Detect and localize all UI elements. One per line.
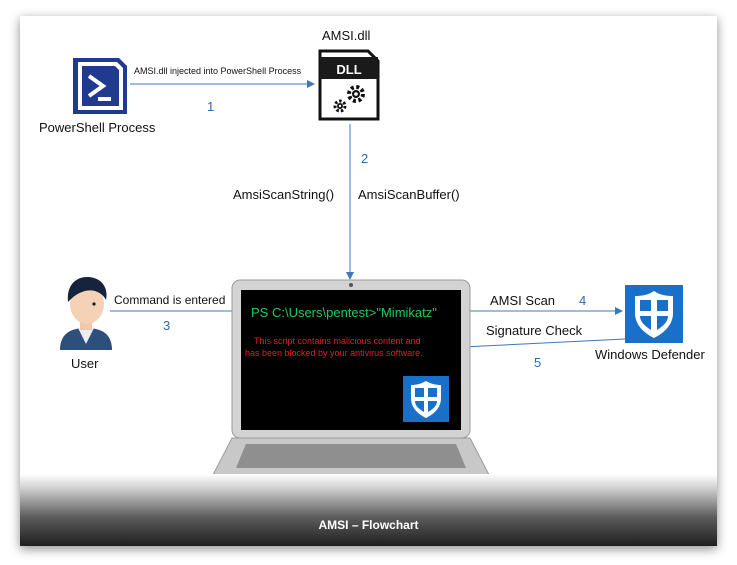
malware-warning-line-2: has been blocked by your antivirus softw… <box>245 348 423 358</box>
diagram-caption: AMSI – Flowchart <box>318 518 419 532</box>
signature-check-arrow <box>461 338 626 351</box>
amsi-scan-buffer-label: AmsiScanBuffer() <box>358 187 460 202</box>
dll-file-icon: DLL <box>318 49 380 121</box>
malware-warning-line-1: This script contains malicious content a… <box>254 336 421 346</box>
signature-step-number: 5 <box>534 355 542 370</box>
dll-badge-text: DLL <box>336 62 361 77</box>
connector-layer <box>110 80 626 351</box>
scan-step-number: 2 <box>361 151 369 166</box>
screen-defender-shield-icon <box>403 376 449 422</box>
command-step-number: 3 <box>163 318 171 333</box>
windows-defender-shield-icon <box>625 285 683 343</box>
gear-icon <box>333 85 365 113</box>
user-avatar-icon <box>60 277 112 350</box>
signature-check-label: Signature Check <box>486 323 583 338</box>
diagram-frame: PowerShell Process AMSI.dll injected int… <box>20 16 717 546</box>
powershell-prompt: PS C:\Users\pentest>"Mimikatz" <box>251 305 437 320</box>
command-label: Command is entered <box>114 293 226 307</box>
inject-step-number: 1 <box>207 99 215 114</box>
amsi-scan-step-number: 4 <box>579 293 587 308</box>
amsi-dll-label: AMSI.dll <box>322 28 371 43</box>
amsi-scan-label: AMSI Scan <box>490 293 556 308</box>
powershell-icon <box>73 58 127 114</box>
user-label: User <box>71 356 99 371</box>
caption-bar <box>20 474 717 546</box>
amsi-scan-string-label: AmsiScanString() <box>233 187 335 202</box>
powershell-label: PowerShell Process <box>39 120 156 135</box>
windows-defender-label: Windows Defender <box>595 347 705 362</box>
inject-label: AMSI.dll injected into PowerShell Proces… <box>134 66 302 76</box>
